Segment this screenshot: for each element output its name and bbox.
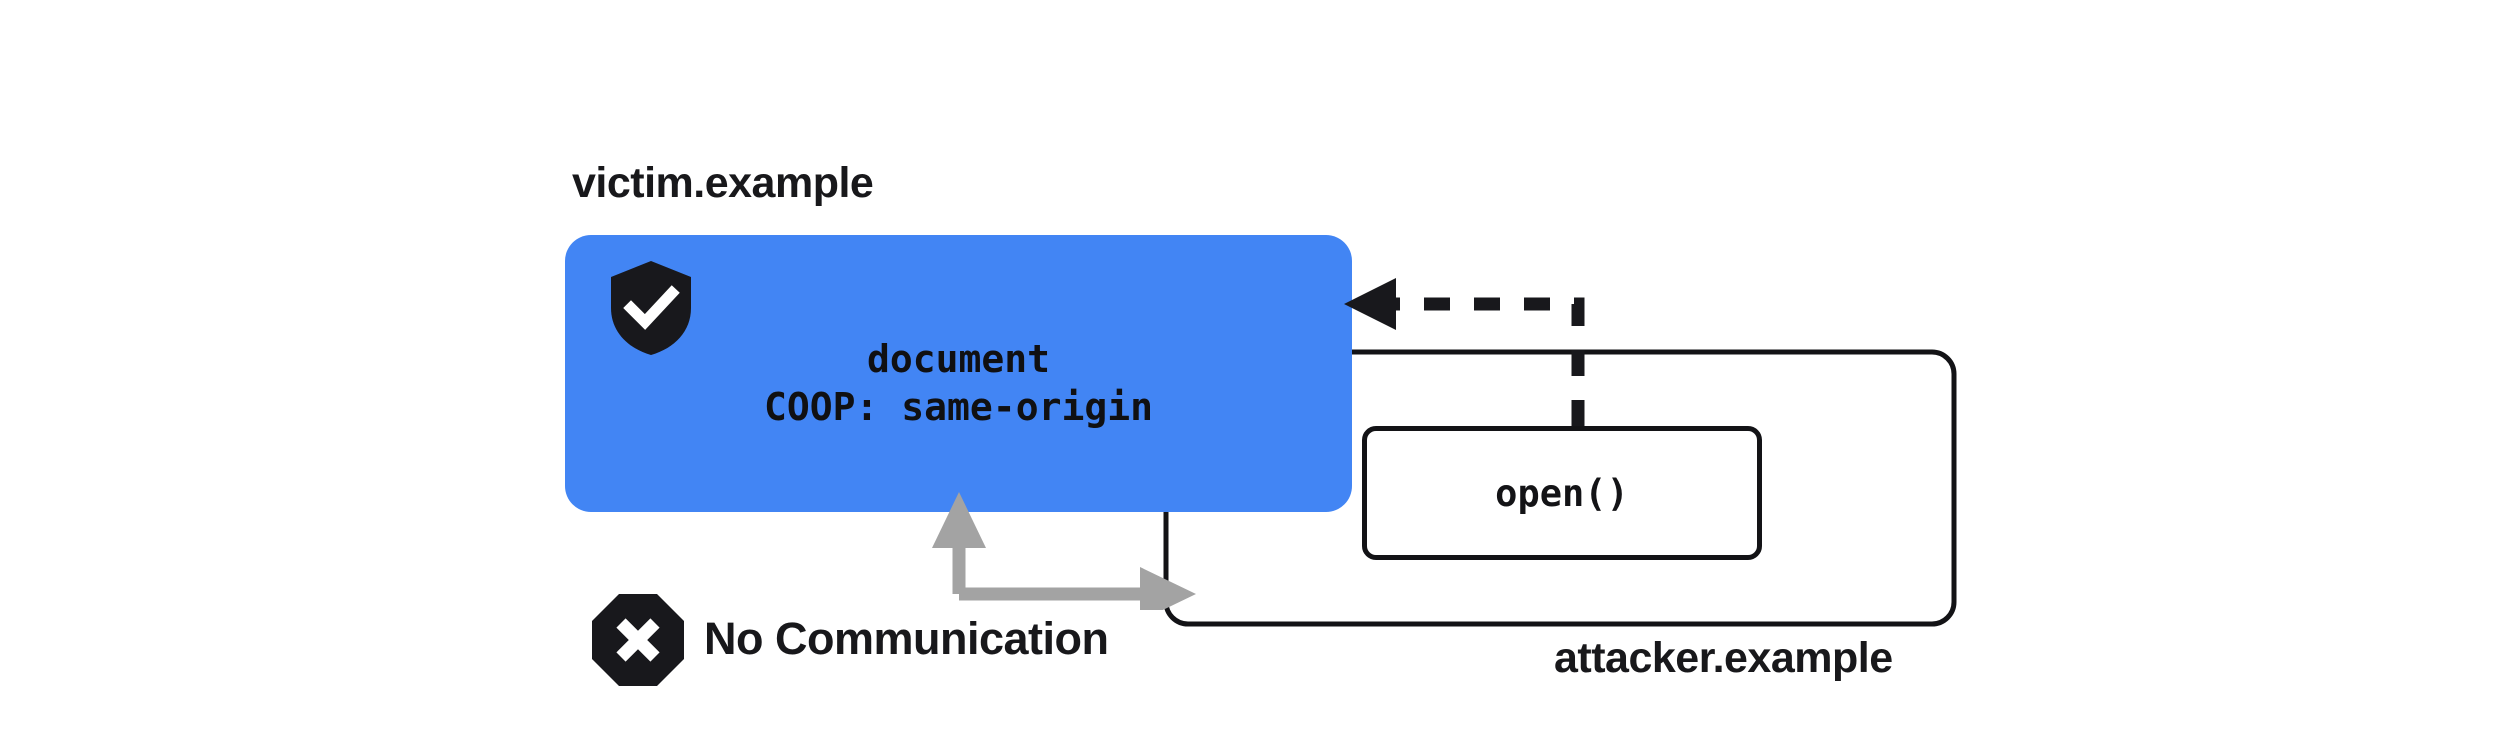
dashed-arrow-left-icon [1344, 278, 1585, 426]
victim-document-text: document COOP: same-origin [565, 235, 1352, 512]
victim-document-box: document COOP: same-origin [565, 235, 1352, 512]
shield-check-icon [611, 261, 691, 355]
blocked-communication-arrow [932, 492, 1196, 610]
octagon-x-icon [592, 594, 684, 686]
open-call-label: open() [1495, 471, 1629, 515]
no-communication-label: No Communication [704, 613, 1109, 664]
victim-origin-label: victim.example [572, 159, 874, 207]
attacker-origin-label: attacker.example [1554, 634, 1893, 682]
open-call-box[interactable]: open() [1362, 426, 1762, 560]
coop-header-line: COOP: same-origin [764, 384, 1153, 429]
no-communication-badge: No Communication [590, 592, 1109, 688]
document-line: document [866, 336, 1051, 381]
